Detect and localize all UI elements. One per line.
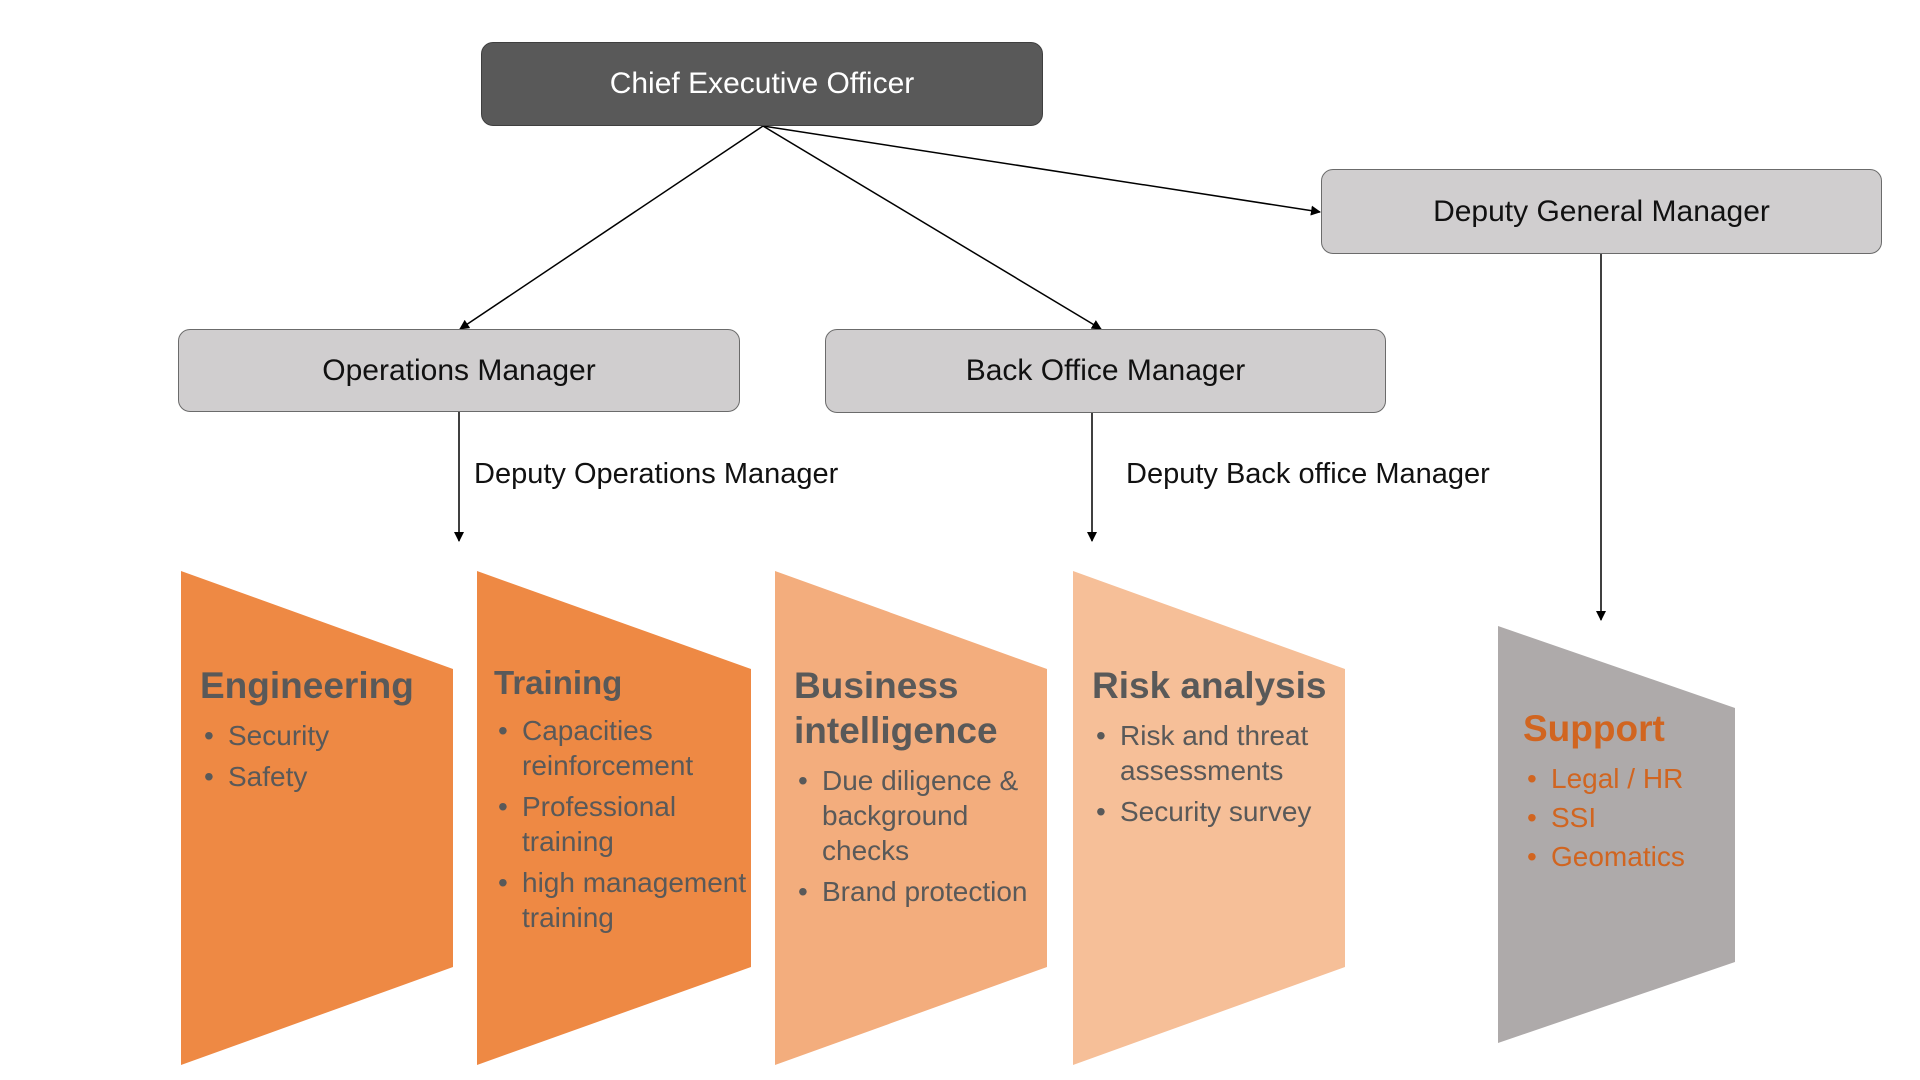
panel-risk-analysis: Risk analysis •Risk and threat assessmen… bbox=[1073, 571, 1345, 1065]
engineering-shape bbox=[181, 571, 453, 1065]
bullet-icon: • bbox=[1527, 763, 1537, 795]
ceo-label: Chief Executive Officer bbox=[609, 67, 915, 100]
deputy-back-office-label: Deputy Back office Manager bbox=[1126, 458, 1490, 490]
risk-analysis-shape bbox=[1073, 571, 1345, 1065]
panel-training: Training •Capacities reinforcement •Prof… bbox=[477, 571, 751, 1065]
edge-ceo-operations bbox=[459, 125, 764, 330]
business-intelligence-shape bbox=[775, 571, 1047, 1065]
panel-item: •Security bbox=[204, 720, 330, 752]
panel-item: •Risk and threat assessments bbox=[1096, 720, 1309, 787]
bullet-icon: • bbox=[1096, 720, 1106, 752]
panel-item: •Security survey bbox=[1096, 796, 1312, 828]
bullet-icon: • bbox=[1527, 841, 1537, 873]
panel-item: •Brand protection bbox=[798, 876, 1028, 908]
panel-support: Support •Legal / HR •SSI •Geomatics bbox=[1498, 626, 1735, 1043]
bullet-icon: • bbox=[204, 761, 214, 793]
panel-item: •Capacities reinforcement bbox=[498, 715, 694, 782]
edge-ceo-deputy-gm bbox=[762, 125, 1321, 216]
panel-engineering: Engineering •Security •Safety bbox=[181, 571, 453, 1065]
bullet-icon: • bbox=[498, 715, 508, 747]
support-shape bbox=[1498, 626, 1735, 1043]
panel-title: Training bbox=[494, 664, 623, 701]
bullet-icon: • bbox=[498, 867, 508, 899]
panel-item: •Due diligence & background checks bbox=[798, 765, 1019, 867]
deputy-gm-node[interactable]: Deputy General Manager bbox=[1321, 169, 1882, 254]
training-shape bbox=[477, 571, 751, 1065]
panel-item: •Legal / HR bbox=[1527, 763, 1684, 795]
panel-title: Support bbox=[1523, 708, 1665, 749]
panel-item: •SSI bbox=[1527, 802, 1597, 834]
operations-manager-node[interactable]: Operations Manager bbox=[178, 329, 740, 412]
panel-business-intelligence: Business intelligence •Due diligence & b… bbox=[775, 571, 1047, 1065]
bullet-icon: • bbox=[204, 720, 214, 752]
bullet-icon: • bbox=[1096, 796, 1106, 828]
bullet-icon: • bbox=[1527, 802, 1537, 834]
panel-item: •high management training bbox=[498, 867, 747, 934]
panel-item: •Safety bbox=[204, 761, 308, 793]
panel-item: •Geomatics bbox=[1527, 841, 1685, 873]
back-office-manager-node[interactable]: Back Office Manager bbox=[825, 329, 1386, 413]
panel-item: •Professional training bbox=[498, 791, 677, 858]
edge-ceo-back-office bbox=[762, 125, 1102, 330]
bullet-icon: • bbox=[498, 791, 508, 823]
ceo-node[interactable]: Chief Executive Officer bbox=[481, 42, 1043, 126]
panel-title: Engineering bbox=[200, 665, 414, 706]
bullet-icon: • bbox=[798, 765, 808, 797]
panel-title: Risk analysis bbox=[1092, 665, 1327, 706]
back-office-manager-label: Back Office Manager bbox=[965, 354, 1246, 387]
deputy-operations-label: Deputy Operations Manager bbox=[474, 458, 839, 490]
bullet-icon: • bbox=[798, 876, 808, 908]
panel-title: Business intelligence bbox=[794, 665, 998, 752]
deputy-gm-label: Deputy General Manager bbox=[1433, 194, 1770, 228]
operations-manager-label: Operations Manager bbox=[322, 353, 596, 387]
